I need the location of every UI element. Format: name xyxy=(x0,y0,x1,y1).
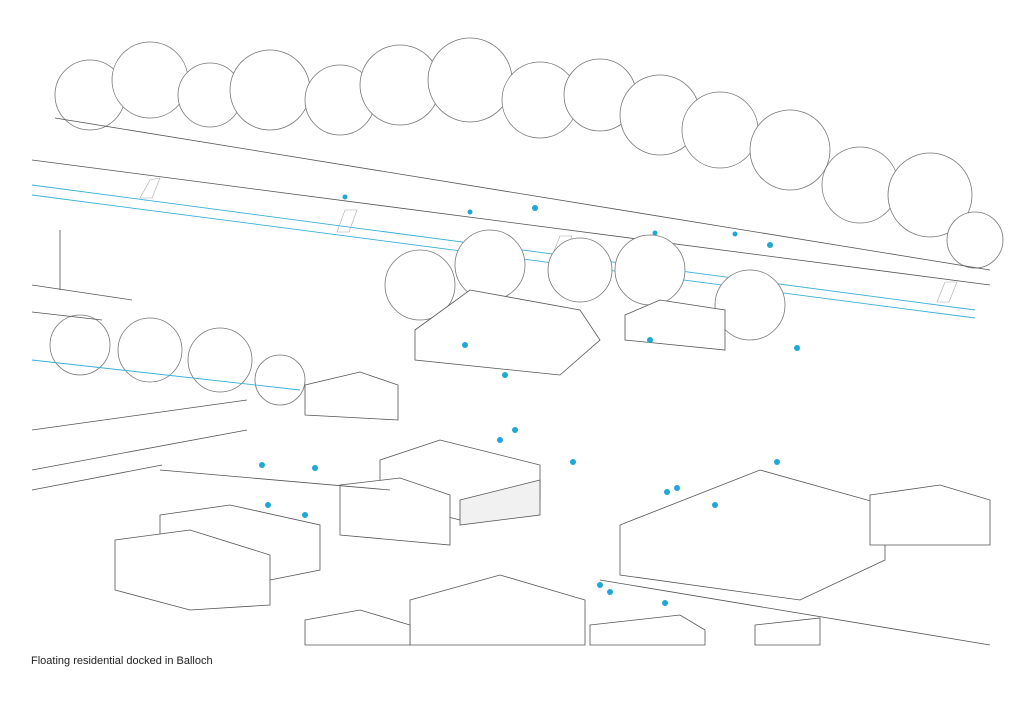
buildings xyxy=(31,289,991,646)
midground-trees xyxy=(31,229,786,406)
background-tree-canopy xyxy=(54,37,1004,269)
drawing-caption: Floating residential docked in Balloch xyxy=(31,655,213,667)
people-figures xyxy=(259,194,800,606)
